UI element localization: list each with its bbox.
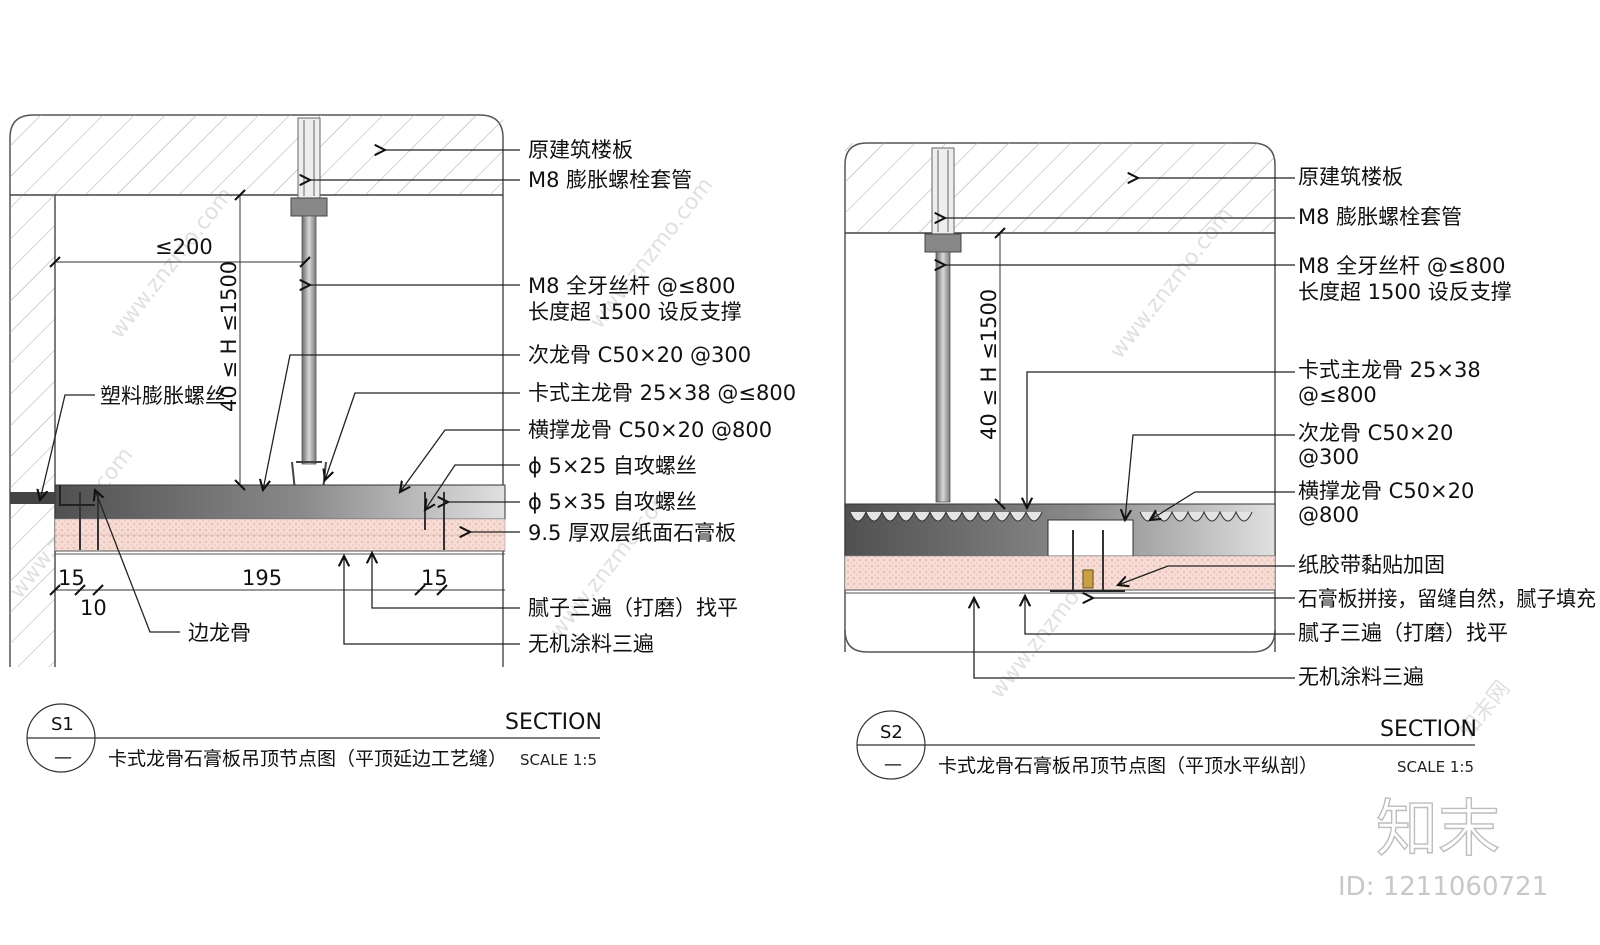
s1-plastic-anchor xyxy=(10,492,55,504)
s2-nut xyxy=(924,233,962,253)
s2-sleeve xyxy=(931,147,955,235)
s1-drawing: ≤200 40 ≤ H ≤1500 15 10 195 15 xyxy=(9,114,796,773)
dim-195: 195 xyxy=(242,566,282,590)
label-slab: 原建筑楼板 xyxy=(528,138,633,162)
s1-nut xyxy=(290,197,328,217)
label-board: 9.5 厚双层纸面石膏板 xyxy=(528,521,736,545)
label-rod-line2: 长度超 1500 设反支撑 xyxy=(528,300,742,324)
s2-section-label: SECTION xyxy=(1380,717,1477,742)
s2-keel-profile xyxy=(849,510,1253,522)
s1-scale: SCALE 1:5 xyxy=(520,751,597,769)
s2-rod xyxy=(935,251,951,503)
s2-label-main-keel-line2: @≤800 xyxy=(1298,383,1377,407)
label-sleeve: M8 膨胀螺栓套管 xyxy=(528,168,692,192)
s2-label-sleeve: M8 膨胀螺栓套管 xyxy=(1298,205,1462,229)
s1-section-label: SECTION xyxy=(505,710,602,735)
s2-label-joint: 石膏板拼接，留缝自然，腻子填充 xyxy=(1298,587,1596,611)
s2-drawing: 40 ≤ H ≤1500 原建筑楼板 M8 膨胀螺栓套管 M8 全牙丝杆 @≤8… xyxy=(844,142,1596,780)
s1-tag: S1 xyxy=(51,714,74,735)
s1-tag-sub: — xyxy=(54,747,72,768)
brand-logo: 知末 xyxy=(1376,792,1500,865)
asset-id: ID: 1211060721 xyxy=(1338,872,1548,902)
label-screw-35: ϕ 5×35 自攻螺丝 xyxy=(528,490,697,514)
s2-label-putty: 腻子三遍（打磨）找平 xyxy=(1298,621,1508,645)
s2-board xyxy=(844,555,1276,591)
s2-slab xyxy=(845,143,1275,233)
s2-tag: S2 xyxy=(880,722,903,743)
label-paint: 无机涂料三遍 xyxy=(528,632,654,656)
dim-15a: 15 xyxy=(58,566,85,590)
label-screw-25: ϕ 5×25 自攻螺丝 xyxy=(528,454,697,478)
s2-dim-h-range: 40 ≤ H ≤1500 xyxy=(977,289,1001,440)
s2-joint xyxy=(1082,569,1094,589)
dim-15b: 15 xyxy=(421,566,448,590)
s2-label-cross-line2: @800 xyxy=(1298,503,1359,527)
label-edge-keel: 边龙骨 xyxy=(188,621,251,645)
dim-10: 10 xyxy=(80,596,107,620)
s2-label-rod-line2: 长度超 1500 设反支撑 xyxy=(1298,280,1512,304)
s1-slab xyxy=(10,115,503,195)
s2-label-main-keel-line1: 卡式主龙骨 25×38 xyxy=(1298,358,1481,382)
s2-cross-keel xyxy=(1047,519,1134,557)
label-rod-line1: M8 全牙丝杆 @≤800 xyxy=(528,274,736,298)
watermark-layer: www.znzmo.com www.znzmo.com www.znzmo.co… xyxy=(5,173,1515,744)
s2-title: 卡式龙骨石膏板吊顶节点图（平顶水平纵剖） xyxy=(938,754,1318,777)
label-secondary-keel: 次龙骨 C50×20 @300 xyxy=(528,343,751,367)
s1-leaders xyxy=(40,150,520,645)
label-main-keel: 卡式主龙骨 25×38 @≤800 xyxy=(528,381,796,405)
s2-label-rod-line1: M8 全牙丝杆 @≤800 xyxy=(1298,254,1506,278)
s1-title: 卡式龙骨石膏板吊顶节点图（平顶延边工艺缝） xyxy=(108,747,507,770)
s2-label-slab: 原建筑楼板 xyxy=(1298,165,1403,189)
label-plastic-anchor: 塑料膨胀螺丝 xyxy=(100,384,226,408)
s1-wall xyxy=(10,195,55,667)
label-putty: 腻子三遍（打磨）找平 xyxy=(528,596,738,620)
s2-scale: SCALE 1:5 xyxy=(1397,758,1474,776)
s2-tag-sub: — xyxy=(884,754,902,775)
s2-label-secondary-line2: @300 xyxy=(1298,445,1359,469)
dim-h-range: 40 ≤ H ≤1500 xyxy=(217,261,241,412)
s1-sleeve xyxy=(297,117,321,199)
s1-rod xyxy=(301,215,317,465)
s2-label-paint: 无机涂料三遍 xyxy=(1298,665,1424,689)
s2-leaders xyxy=(945,178,1295,679)
s2-screws xyxy=(1072,530,1104,590)
label-cross-keel: 横撑龙骨 C50×20 @800 xyxy=(528,418,772,442)
s2-label-secondary-line1: 次龙骨 C50×20 xyxy=(1298,421,1453,445)
s2-label-cross-line1: 横撑龙骨 C50×20 xyxy=(1298,479,1474,503)
dim-le200: ≤200 xyxy=(155,235,213,259)
s2-label-tape: 纸胶带黏贴加固 xyxy=(1298,553,1445,577)
